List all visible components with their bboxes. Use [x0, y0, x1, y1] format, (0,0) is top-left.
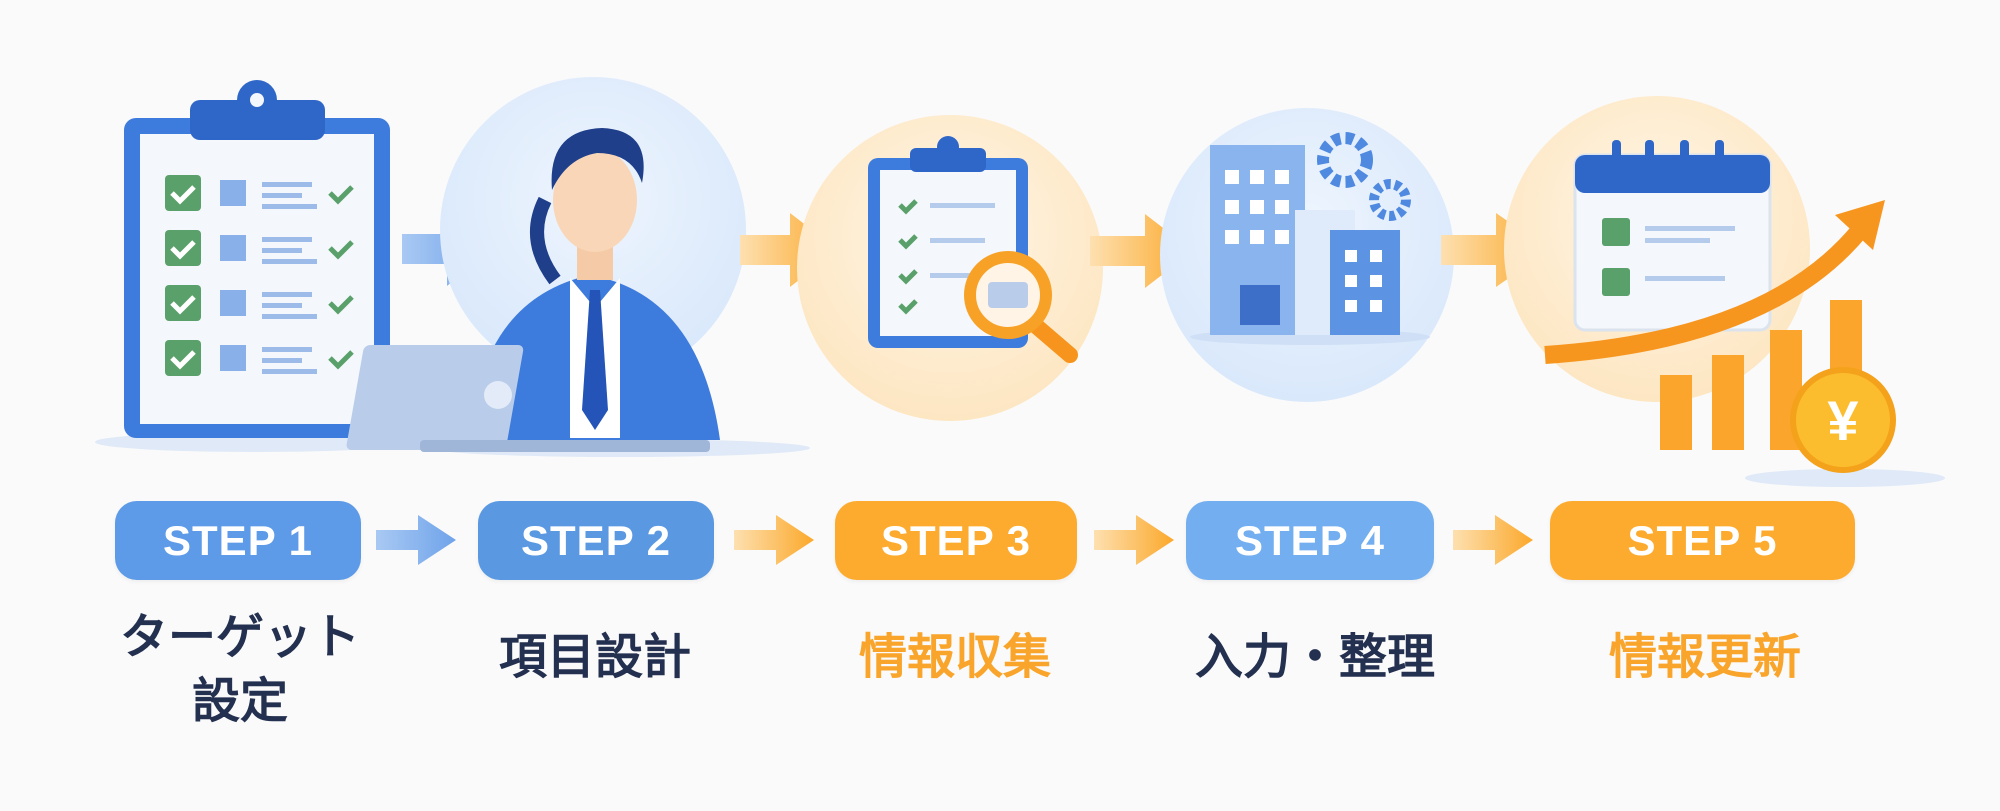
arrow-right-icon — [1094, 515, 1174, 565]
arrow-right-icon — [1453, 515, 1533, 565]
step-1-label-line2: 設定 — [191, 673, 288, 729]
step-3-label: 情報収集 — [858, 629, 1051, 685]
arrow-right-icon — [734, 515, 814, 565]
step-3-badge: STEP 3 — [835, 501, 1077, 580]
arrow-right-icon — [376, 515, 456, 565]
step-2-label: 項目設計 — [498, 629, 691, 685]
businessman-phone-laptop-icon — [346, 77, 810, 457]
step-5-badge: STEP 5 — [1550, 501, 1855, 580]
step-1-badge: STEP 1 — [115, 501, 361, 580]
step-4-label: 入力・整理 — [1194, 629, 1435, 685]
buildings-gears-icon — [1160, 108, 1454, 402]
clipboard-checklist-icon — [95, 80, 415, 452]
calendar-growth-yen-icon: ¥ — [1504, 96, 1945, 487]
step-1-label-line1: ターゲット — [119, 609, 360, 665]
step-2-badge: STEP 2 — [478, 501, 714, 580]
clipboard-magnifier-icon — [797, 115, 1103, 421]
yen-symbol: ¥ — [1827, 389, 1858, 452]
step-1-label: ターゲット 設定 — [95, 605, 385, 733]
step-4-badge: STEP 4 — [1186, 501, 1434, 580]
step-5-label: 情報更新 — [1608, 629, 1801, 685]
